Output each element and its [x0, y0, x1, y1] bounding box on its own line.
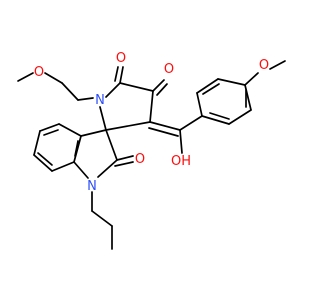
bond: [201, 115, 230, 125]
bond: [156, 83, 168, 96]
oxygen-label-methoxyethyl: O: [34, 65, 44, 80]
bond: [114, 161, 134, 167]
bond: [77, 97, 94, 101]
bond: [209, 112, 230, 120]
bond: [80, 129, 107, 137]
oxygen-label-carbonyl-c4: O: [164, 62, 174, 77]
bond: [91, 210, 113, 227]
bond: [97, 159, 118, 178]
bond: [74, 140, 79, 157]
bond: [73, 135, 82, 163]
bond: [244, 72, 259, 86]
bond: [114, 66, 119, 82]
bond: [99, 106, 107, 131]
bond: [196, 92, 203, 117]
bond: [37, 152, 53, 166]
bond: [39, 123, 60, 132]
bond: [105, 129, 118, 161]
bond: [196, 78, 219, 94]
bond: [119, 82, 154, 92]
bond: [269, 60, 286, 70]
bond: [51, 161, 75, 172]
bond: [73, 161, 89, 179]
bond: [228, 109, 252, 125]
bond: [116, 155, 134, 161]
bond: [149, 90, 154, 123]
bond: [33, 154, 53, 172]
bond: [119, 66, 124, 84]
atom-labels: O O O O N OH O N: [34, 51, 269, 194]
bond: [105, 121, 151, 131]
bonds: [17, 60, 286, 250]
hydroxyl-label: OH: [171, 154, 191, 169]
structure-svg: O O O O N OH O N: [17, 51, 286, 250]
bond: [44, 72, 63, 84]
molecule-diagram: O O O O N OH O N: [17, 51, 286, 250]
bond: [202, 83, 220, 95]
bond: [149, 121, 181, 131]
bond: [148, 127, 179, 137]
bond: [152, 79, 165, 92]
oxygen-label-carbonyl-c5: O: [116, 51, 126, 66]
bond: [179, 115, 203, 131]
bond: [61, 82, 79, 101]
bond: [105, 82, 121, 98]
nitrogen-label-pyrrolidine: N: [95, 93, 105, 108]
bond: [58, 123, 82, 137]
bond: [179, 129, 183, 154]
oxygen-label-aryl-methoxy: O: [259, 58, 269, 73]
bond: [217, 78, 246, 86]
oxygen-label-indolinone: O: [135, 152, 145, 167]
nitrogen-label-indolinone: N: [87, 179, 97, 194]
bond: [33, 130, 41, 156]
bond: [43, 129, 59, 136]
bond: [17, 72, 34, 82]
